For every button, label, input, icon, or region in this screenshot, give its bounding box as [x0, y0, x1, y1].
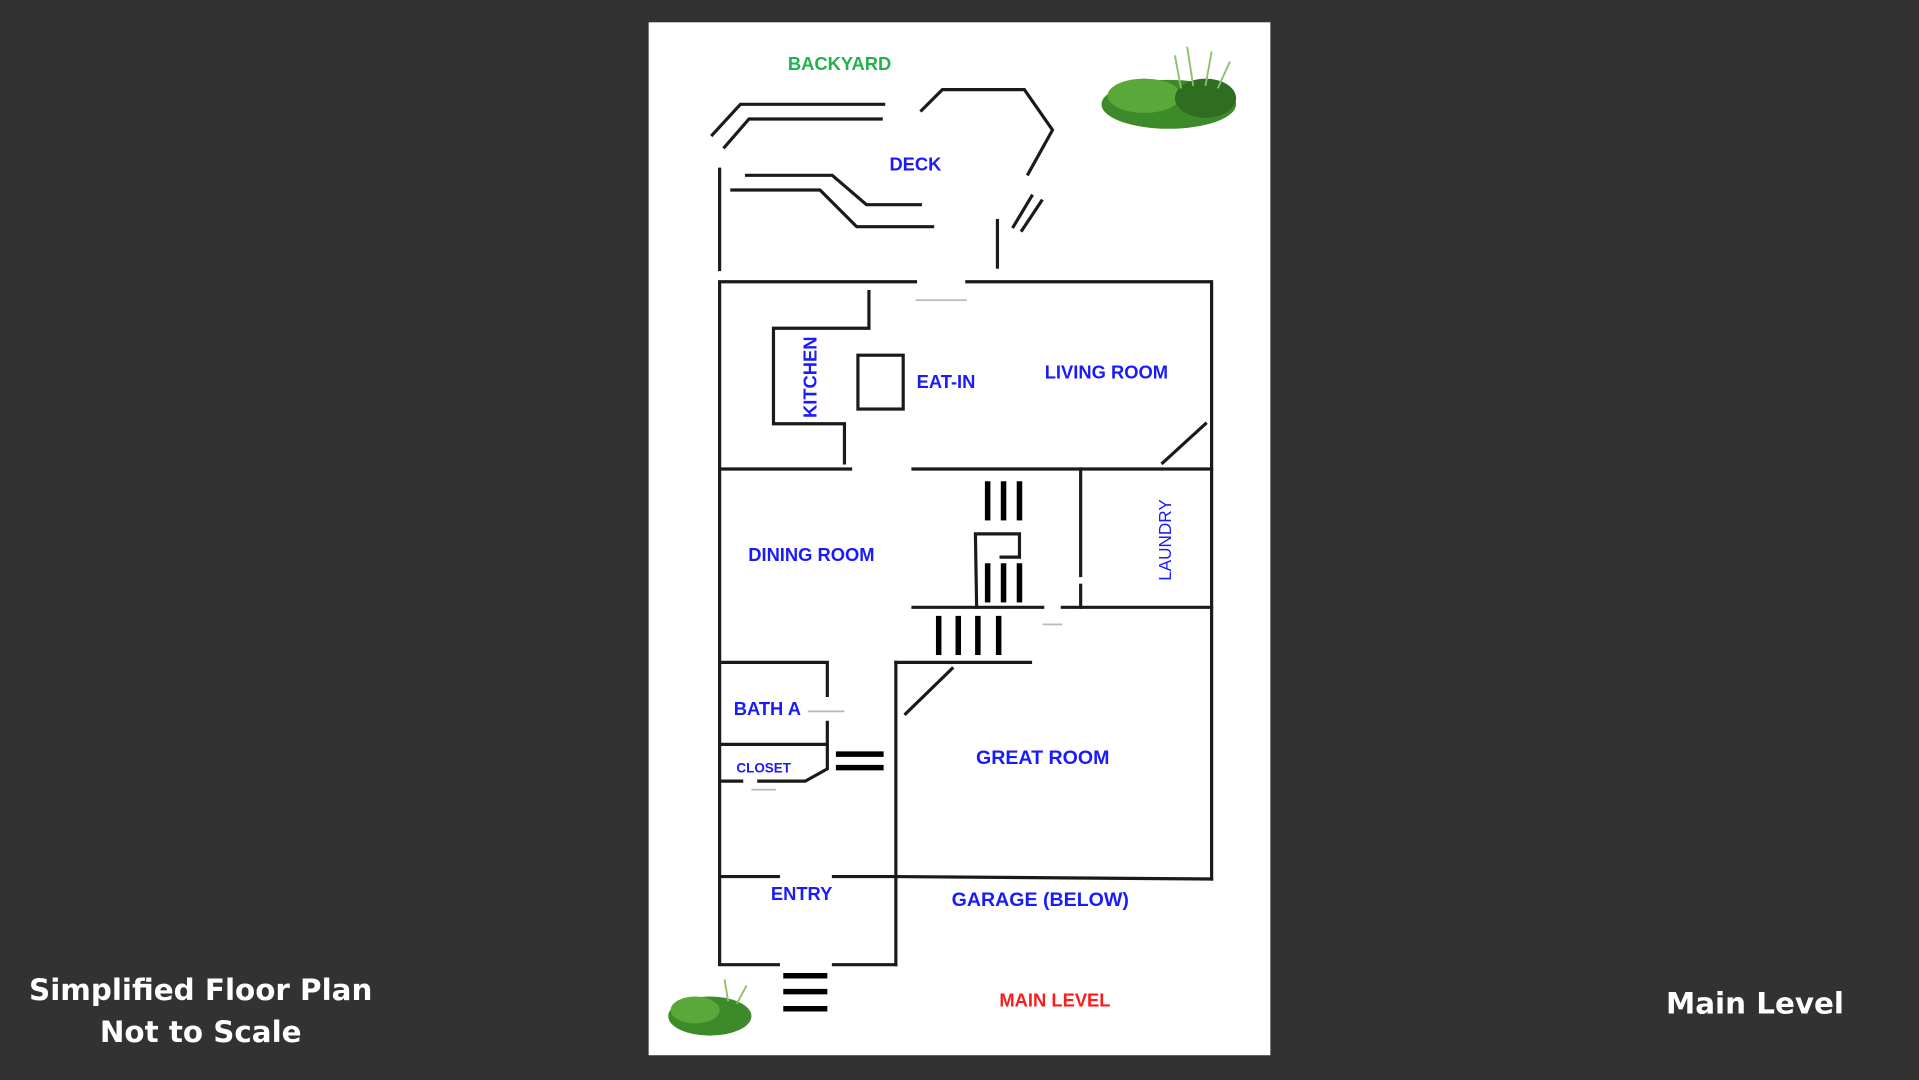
kitchen-label: KITCHEN	[799, 336, 820, 418]
deck-label: DECK	[889, 153, 942, 174]
bush-bottom-left	[668, 979, 752, 1036]
house-walls	[718, 280, 1214, 967]
closet-label: CLOSET	[736, 761, 791, 776]
main-level-label: MAIN LEVEL	[999, 989, 1110, 1010]
garage-label: GARAGE (BELOW)	[952, 889, 1129, 911]
caption-line-2: Not to Scale	[100, 1015, 302, 1049]
living-room-label: LIVING ROOM	[1045, 361, 1168, 382]
entry-label: ENTRY	[771, 883, 833, 904]
deck-walls	[710, 88, 1055, 272]
backyard-label: BACKYARD	[788, 53, 891, 74]
laundry-label: LAUNDRY	[1155, 499, 1175, 581]
dining-room-label: DINING ROOM	[748, 544, 874, 565]
great-room-label: GREAT ROOM	[976, 747, 1109, 769]
level-title: Main Level	[1666, 987, 1844, 1021]
bush-top-right	[1101, 46, 1237, 129]
eat-in-label: EAT-IN	[917, 371, 976, 392]
caption-line-1: Simplified Floor Plan	[29, 973, 372, 1007]
floor-plan-paper	[648, 22, 1271, 1056]
stairs	[783, 481, 1023, 1012]
bath-a-label: BATH A	[734, 698, 801, 719]
eat-in-table	[856, 353, 905, 411]
